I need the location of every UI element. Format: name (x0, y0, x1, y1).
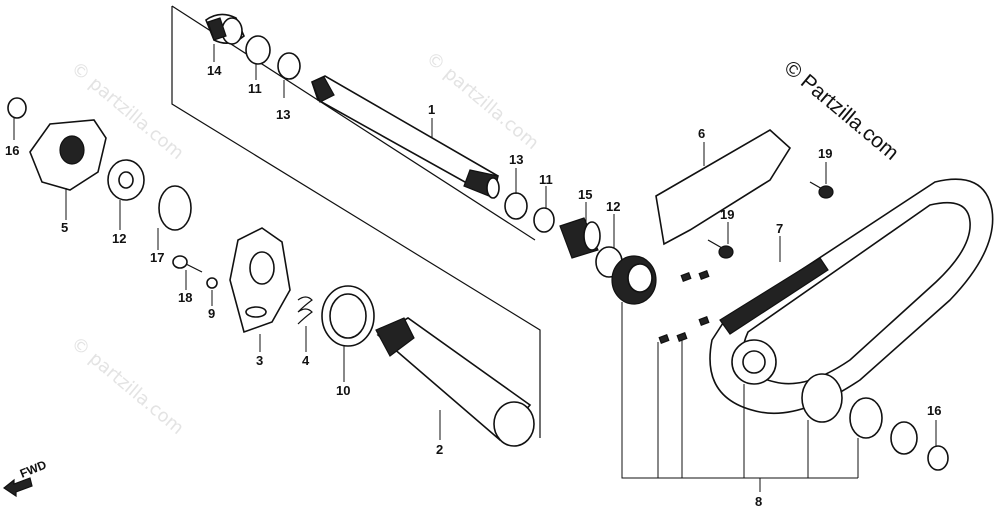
callout-2: 2 (436, 442, 443, 457)
bolt-18 (172, 255, 203, 273)
guide-plate-3 (229, 227, 291, 334)
callout-18: 18 (178, 290, 192, 305)
leader-lines (13, 44, 937, 492)
brand-watermark: © Partzilla.com (780, 56, 903, 165)
callout-12: 12 (606, 199, 620, 214)
kick-tube-2 (375, 317, 535, 447)
pin (698, 270, 710, 280)
callout-11: 11 (248, 81, 262, 96)
clip-right (890, 421, 918, 455)
callout-17: 17 (150, 250, 164, 265)
callout-13: 13 (276, 107, 290, 122)
needle-bearing-15 (559, 217, 601, 259)
washer-9 (206, 277, 218, 289)
cam-5 (29, 119, 107, 191)
seal-inner (329, 293, 367, 339)
callout-16: 16 (5, 143, 19, 158)
bracket-6 (655, 129, 792, 246)
callout-10: 10 (336, 383, 350, 398)
callout-12: 12 (112, 231, 126, 246)
circlip-16 (7, 97, 27, 119)
callout-19: 19 (720, 207, 734, 222)
callout-8: 8 (755, 494, 762, 509)
pin (676, 332, 688, 342)
spindle-gear (611, 255, 657, 305)
callout-13: 13 (509, 152, 523, 167)
bolt-19b (707, 239, 734, 259)
forward-direction-indicator: FWD (2, 457, 49, 498)
callout-3: 3 (256, 353, 263, 368)
callout-5: 5 (61, 220, 68, 235)
watermark-text: © partzilla.com (422, 48, 543, 154)
needle-bearing-14 (205, 13, 245, 45)
circlip-13 (277, 52, 301, 80)
washer-hole (118, 171, 134, 189)
callout-1: 1 (428, 102, 435, 117)
bolt-19a (809, 181, 834, 199)
circlip-16b (927, 445, 949, 471)
pin (698, 316, 710, 326)
callout-19: 19 (818, 146, 832, 161)
callout-labels: 14 11 13 1 13 11 15 12 6 19 19 7 16 5 12… (5, 63, 941, 509)
spring-4 (297, 296, 313, 325)
fwd-label: FWD (18, 457, 49, 480)
arrow-left-icon (2, 477, 33, 498)
circlip-13b (504, 192, 528, 220)
pin (658, 334, 670, 344)
callout-16: 16 (927, 403, 941, 418)
kick-shaft-1 (311, 75, 500, 199)
sprocket (731, 339, 777, 385)
callout-15: 15 (578, 187, 592, 202)
callout-4: 4 (302, 353, 310, 368)
washer-right-2 (849, 397, 883, 439)
callout-9: 9 (208, 306, 215, 321)
assembly-outline-top (171, 5, 536, 241)
callout-14: 14 (207, 63, 222, 78)
watermark-text: © partzilla.com (67, 333, 188, 439)
callout-11: 11 (539, 172, 553, 187)
callout-7: 7 (776, 221, 783, 236)
snap-ring-11b (533, 207, 555, 233)
pin (680, 272, 692, 282)
washer-right-1 (801, 373, 843, 423)
chain-7 (719, 257, 829, 335)
callout-6: 6 (698, 126, 705, 141)
snap-ring-11 (245, 35, 271, 65)
assembly-outline (171, 6, 541, 438)
ring-17 (158, 185, 192, 231)
